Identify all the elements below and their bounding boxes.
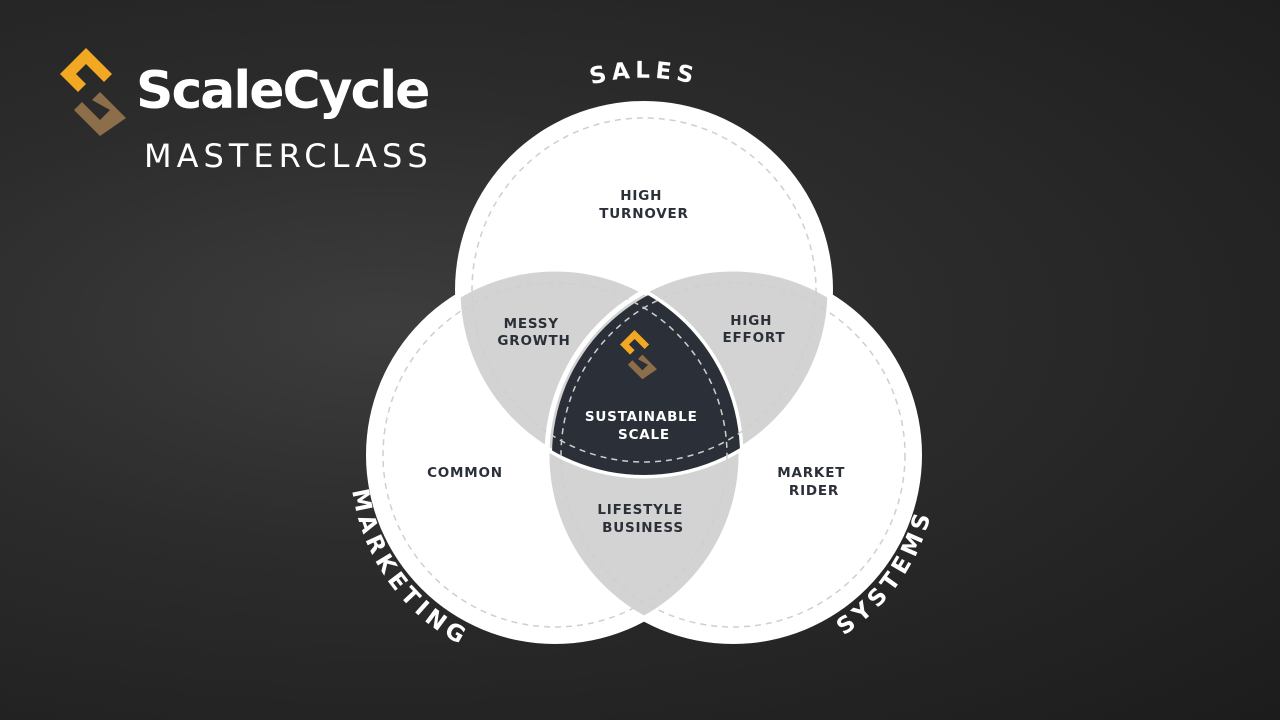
center-logo-icon	[620, 330, 657, 380]
label-market-rider: MARKET RIDER	[777, 465, 850, 499]
label-high-turnover: HIGH TURNOVER	[599, 188, 688, 222]
label-sales: SALES	[587, 58, 701, 91]
label-common: COMMON	[427, 465, 503, 481]
label-sustainable-scale: SUSTAINABLE SCALE	[585, 409, 703, 443]
brand-subtitle: MASTERCLASS	[144, 137, 433, 175]
label-high-effort: HIGH EFFORT	[723, 313, 786, 346]
label-messy-growth: MESSY GROWTH	[497, 316, 570, 349]
brand-name: ScaleCycle	[136, 61, 430, 121]
label-lifestyle-business: LIFESTYLE BUSINESS	[597, 502, 688, 536]
brand-lockup: ScaleCycle MASTERCLASS	[60, 48, 460, 178]
scalecycle-logo-icon	[60, 48, 126, 136]
